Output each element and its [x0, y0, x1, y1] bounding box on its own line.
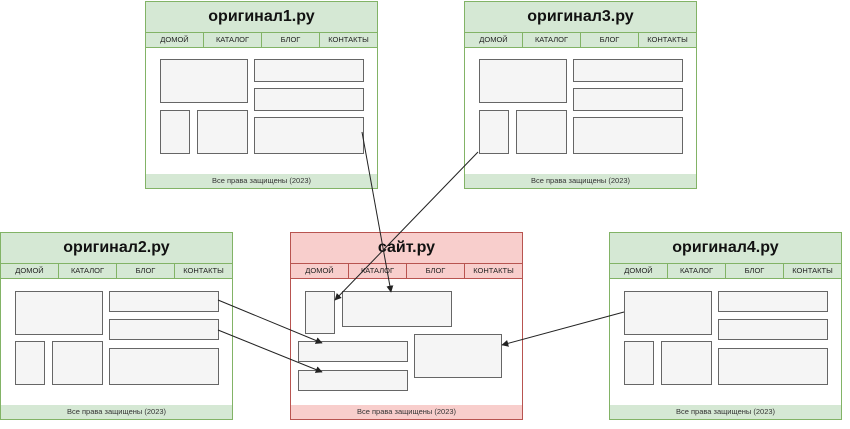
nav-home: ДОМОЙ: [610, 264, 668, 278]
nav-bar: ДОМОЙ КАТАЛОГ БЛОГ КОНТАКТЫ: [291, 264, 522, 279]
nav-bar: ДОМОЙ КАТАЛОГ БЛОГ КОНТАКТЫ: [610, 264, 841, 279]
block: [573, 117, 683, 154]
site-title: сайт.ру: [291, 233, 522, 264]
nav-contacts: КОНТАКТЫ: [792, 266, 833, 275]
block: [109, 319, 219, 340]
block: [414, 334, 502, 378]
block: [254, 117, 364, 154]
nav-home: ДОМОЙ: [291, 264, 349, 278]
site-footer: Все права защищены (2023): [1, 405, 232, 419]
block: [160, 110, 190, 154]
nav-blog: БЛОГ: [726, 264, 784, 278]
nav-blog: БЛОГ: [407, 264, 465, 278]
block: [15, 341, 45, 385]
block: [109, 348, 219, 385]
site-body: [610, 279, 841, 409]
nav-blog: БЛОГ: [117, 264, 175, 278]
site-original3: оригинал3.ру ДОМОЙ КАТАЛОГ БЛОГ КОНТАКТЫ…: [464, 1, 697, 189]
block: [52, 341, 103, 385]
block: [197, 110, 248, 154]
nav-bar: ДОМОЙ КАТАЛОГ БЛОГ КОНТАКТЫ: [146, 33, 377, 48]
nav-contacts: КОНТАКТЫ: [183, 266, 224, 275]
nav-bar: ДОМОЙ КАТАЛОГ БЛОГ КОНТАКТЫ: [1, 264, 232, 279]
site-result: сайт.ру ДОМОЙ КАТАЛОГ БЛОГ КОНТАКТЫ Все …: [290, 232, 523, 420]
block: [479, 110, 509, 154]
site-original4: оригинал4.ру ДОМОЙ КАТАЛОГ БЛОГ КОНТАКТЫ…: [609, 232, 842, 420]
block: [718, 348, 828, 385]
nav-catalog: КАТАЛОГ: [59, 264, 117, 278]
block: [109, 291, 219, 312]
nav-catalog: КАТАЛОГ: [523, 33, 581, 47]
block: [254, 59, 364, 82]
block: [624, 291, 712, 335]
nav-blog: БЛОГ: [581, 33, 639, 47]
nav-bar: ДОМОЙ КАТАЛОГ БЛОГ КОНТАКТЫ: [465, 33, 696, 48]
nav-blog: БЛОГ: [262, 33, 320, 47]
site-body: [291, 279, 522, 409]
block: [718, 291, 828, 312]
nav-contacts: КОНТАКТЫ: [647, 35, 688, 44]
site-title: оригинал1.ру: [146, 2, 377, 33]
site-footer: Все права защищены (2023): [465, 174, 696, 188]
block: [479, 59, 567, 103]
block: [298, 370, 408, 391]
nav-catalog: КАТАЛОГ: [668, 264, 726, 278]
block: [254, 88, 364, 111]
site-original2: оригинал2.ру ДОМОЙ КАТАЛОГ БЛОГ КОНТАКТЫ…: [0, 232, 233, 420]
block: [573, 59, 683, 82]
nav-catalog: КАТАЛОГ: [204, 33, 262, 47]
block: [160, 59, 248, 103]
block: [305, 291, 335, 334]
site-title: оригинал3.ру: [465, 2, 696, 33]
nav-contacts: КОНТАКТЫ: [473, 266, 514, 275]
block: [718, 319, 828, 340]
site-footer: Все права защищены (2023): [291, 405, 522, 419]
site-body: [1, 279, 232, 409]
block: [342, 291, 452, 327]
nav-home: ДОМОЙ: [1, 264, 59, 278]
nav-home: ДОМОЙ: [146, 33, 204, 47]
block: [573, 88, 683, 111]
nav-contacts: КОНТАКТЫ: [328, 35, 369, 44]
block: [15, 291, 103, 335]
nav-home: ДОМОЙ: [465, 33, 523, 47]
block: [516, 110, 567, 154]
nav-catalog: КАТАЛОГ: [349, 264, 407, 278]
site-original1: оригинал1.ру ДОМОЙ КАТАЛОГ БЛОГ КОНТАКТЫ…: [145, 1, 378, 189]
site-title: оригинал4.ру: [610, 233, 841, 264]
site-footer: Все права защищены (2023): [146, 174, 377, 188]
site-title: оригинал2.ру: [1, 233, 232, 264]
block: [624, 341, 654, 385]
block: [298, 341, 408, 362]
site-body: [146, 48, 377, 178]
block: [661, 341, 712, 385]
site-footer: Все права защищены (2023): [610, 405, 841, 419]
site-body: [465, 48, 696, 178]
